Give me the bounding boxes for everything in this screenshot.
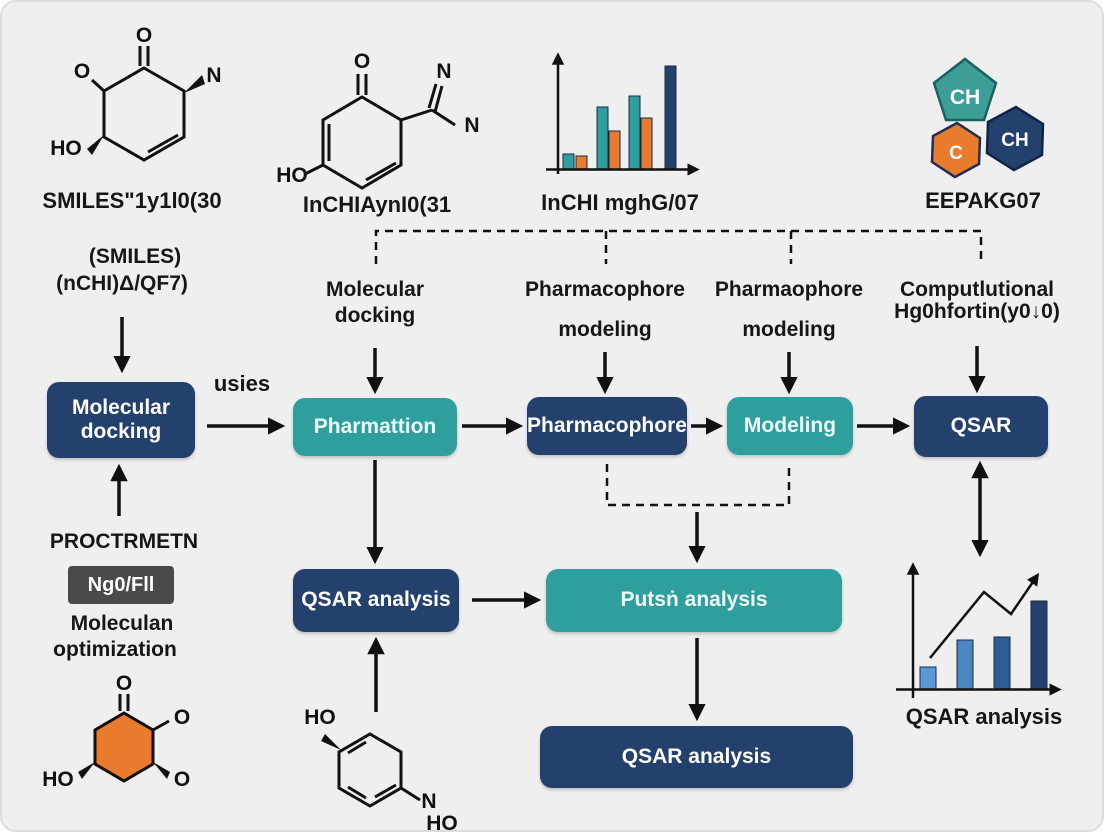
- box-pharmattion-text: Pharmattion: [313, 414, 437, 438]
- pentagon-label: CH: [950, 86, 980, 109]
- pharmacophore-modeling-annotation-line1: Pharmacophore: [525, 278, 685, 301]
- molecular-docking-annotation-line2: docking: [334, 304, 416, 327]
- atom-label: O: [174, 768, 190, 791]
- pharmacophore-modeling-annotation-line2: modeling: [558, 318, 652, 341]
- box-modeling-text: Modeling: [743, 413, 837, 437]
- proctrmetn-annotation: PROCTRMETN: [49, 530, 199, 553]
- atom-label: HO: [50, 137, 82, 160]
- molecular-optimization-line1: Moleculan: [70, 612, 174, 635]
- pharmaophore-modeling-annotation-line2: modeling: [742, 318, 836, 341]
- hexagon-orange-shape: [930, 121, 982, 179]
- computational-annotation-line2: Hg0hfortin(y0↓0): [894, 300, 1060, 323]
- box-qsar: QSAR: [914, 396, 1048, 457]
- chart2-label: QSAR analysis: [905, 704, 1063, 729]
- atom-label: N: [436, 60, 451, 83]
- structure2-label: InCHIAynI0(31: [302, 192, 452, 217]
- box-putsn-analysis-text: Putsṅ analysis: [620, 588, 768, 612]
- atom-label: HO: [42, 768, 74, 791]
- box-pharmacophore-text: Pharmacophore: [527, 413, 687, 437]
- cluster-label: EEPAKG07: [925, 188, 1041, 213]
- computational-annotation-line1: Computlutional: [900, 278, 1054, 301]
- box-pharmacophore: Pharmacophore: [527, 397, 687, 455]
- atom-label: O: [136, 24, 152, 47]
- box-qsar-analysis-final-text: QSAR analysis: [621, 744, 772, 768]
- atom-label: N: [206, 64, 221, 87]
- box-molecular-docking: Molecular docking: [47, 382, 195, 458]
- dashed-connector-top: [374, 229, 983, 264]
- box-qsar-analysis-final: QSAR analysis: [540, 726, 853, 788]
- smiles-annotation-line2: (nCHI)Δ/QF7): [56, 272, 188, 295]
- atom-label: HO: [276, 164, 308, 187]
- box-molecular-docking-line2: docking: [80, 420, 162, 443]
- box-qsar-text: QSAR: [950, 414, 1012, 438]
- atom-label: O: [174, 706, 190, 729]
- atom-label: O: [74, 60, 90, 83]
- hexagon-navy-label: CH: [1001, 130, 1028, 151]
- atom-label: HO: [304, 706, 336, 729]
- atom-label: HO: [426, 812, 458, 832]
- atom-label: O: [354, 50, 370, 73]
- molecule-structure-4: [321, 732, 421, 808]
- box-modeling: Modeling: [727, 397, 853, 455]
- flow-arrows: [110, 317, 989, 722]
- mini-bar-chart-bottom: [896, 562, 1062, 698]
- atom-label: N: [464, 114, 479, 137]
- usies-annotation: usies: [213, 371, 271, 396]
- box-molecular-docking-line1: Molecular: [71, 395, 171, 419]
- hexagon-navy-shape: [985, 105, 1045, 172]
- box-qsar-analysis-text: QSAR analysis: [301, 588, 451, 612]
- chart1-label: InCHI mghG/07: [541, 190, 699, 215]
- molecule-structure-2: [304, 74, 456, 190]
- atom-label: O: [116, 672, 132, 695]
- hexagon-orange-label: C: [949, 143, 963, 164]
- molecule-structure-1: [87, 46, 205, 162]
- pentagon-shape: [932, 57, 998, 122]
- ng0fll-text: Ng0/Fll: [87, 573, 155, 596]
- trend-line-arrow: [929, 572, 1040, 659]
- ng0fll-badge: Ng0/Fll: [68, 566, 174, 604]
- molecular-docking-annotation-line1: Molecular: [325, 278, 425, 301]
- atom-label: N: [421, 790, 436, 813]
- structure1-label: SMILESʺ1y1l0(30: [42, 188, 222, 213]
- bar-series: [562, 65, 677, 170]
- molecular-optimization-line2: optimization: [53, 638, 177, 661]
- mini-bar-chart-top: [546, 52, 700, 176]
- dashed-bracket: [605, 464, 791, 507]
- hexagon-cluster: [930, 57, 1045, 179]
- bar-series: [919, 600, 1048, 690]
- box-putsn-analysis: Putsṅ analysis: [546, 569, 842, 632]
- box-pharmattion: Pharmattion: [293, 398, 457, 456]
- molecule-structure-3: [78, 694, 170, 783]
- smiles-annotation-line1: (SMILES): [88, 245, 182, 268]
- box-qsar-analysis: QSAR analysis: [293, 569, 459, 632]
- pharmaophore-modeling-annotation-line1: Pharmaophore: [714, 278, 864, 301]
